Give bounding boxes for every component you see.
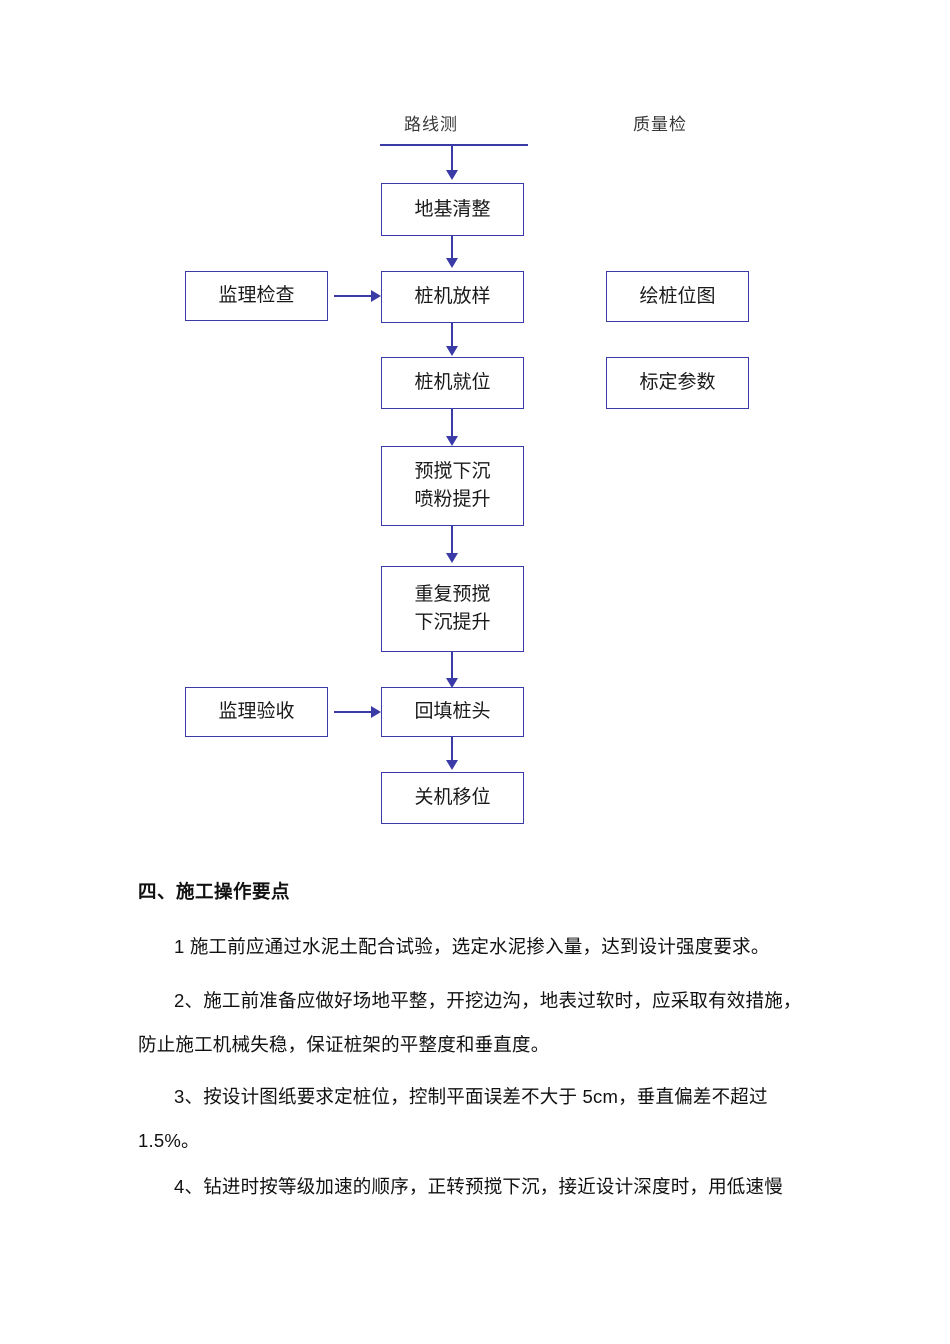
connector-left-2-arrowhead — [371, 706, 381, 718]
node-rig-positioning[interactable]: 桩机就位 — [381, 357, 524, 409]
node-site-clearing[interactable]: 地基清整 — [381, 183, 524, 236]
node-repeat-premix[interactable]: 重复预搅 下沉提升 — [381, 566, 524, 652]
connector-6-arrowhead — [445, 760, 458, 770]
connector-4-arrowhead — [445, 553, 458, 563]
section-heading: 四、施工操作要点 — [138, 881, 291, 902]
connector-5-arrowhead — [445, 678, 458, 688]
node-supervision-inspection[interactable]: 监理检查 — [185, 271, 328, 321]
connector-2-arrowhead — [445, 346, 458, 356]
connector-left-1-arrowhead — [371, 290, 381, 302]
connector-entry-arrowhead — [445, 170, 458, 180]
connector-2-shaft — [451, 323, 454, 347]
connector-1-shaft — [451, 236, 454, 259]
node-rig-setout[interactable]: 桩机放样 — [381, 271, 524, 323]
node-premix-sink-spray[interactable]: 预搅下沉 喷粉提升 — [381, 446, 524, 526]
para-3-line-1: 3、按设计图纸要求定桩位，控制平面误差不大于 5cm，垂直偏差不超过 — [174, 1086, 768, 1107]
connector-3-shaft — [451, 409, 454, 437]
connector-5-shaft — [451, 652, 454, 679]
para-1-line-1: 1 施工前应通过水泥土配合试验，选定水泥掺入量，达到设计强度要求。 — [174, 936, 770, 957]
column-header-route-survey: 路线测 — [404, 115, 458, 135]
para-3-line-2: 1.5%。 — [138, 1130, 200, 1151]
connector-3-arrowhead — [445, 436, 458, 446]
node-draw-pile-layout[interactable]: 绘桩位图 — [606, 271, 749, 322]
column-header-quality-check: 质量检 — [633, 115, 687, 135]
connector-left-2-shaft — [334, 711, 372, 714]
connector-entry-shaft — [451, 144, 454, 172]
connector-1-arrowhead — [445, 258, 458, 268]
node-calibrate-params[interactable]: 标定参数 — [606, 357, 749, 409]
para-2-line-2: 防止施工机械失稳，保证桩架的平整度和垂直度。 — [138, 1034, 550, 1055]
connector-6-shaft — [451, 737, 454, 761]
node-supervision-acceptance[interactable]: 监理验收 — [185, 687, 328, 737]
para-4-line-1: 4、钻进时按等级加速的顺序，正转预搅下沉，接近设计深度时，用低速慢 — [174, 1176, 783, 1197]
para-2-line-1: 2、施工前准备应做好场地平整，开挖边沟，地表过软时，应采取有效措施， — [174, 990, 802, 1011]
node-shutdown-move[interactable]: 关机移位 — [381, 772, 524, 824]
node-backfill-pile-head[interactable]: 回填桩头 — [381, 687, 524, 737]
connector-left-1-shaft — [334, 295, 372, 298]
connector-4-shaft — [451, 526, 454, 554]
process-flowchart: 路线测 质量检 地基清整 桩机放样 桩机就位 预搅下沉 喷粉提升 重复预搅 下沉… — [185, 115, 749, 824]
header-underline — [380, 144, 528, 147]
